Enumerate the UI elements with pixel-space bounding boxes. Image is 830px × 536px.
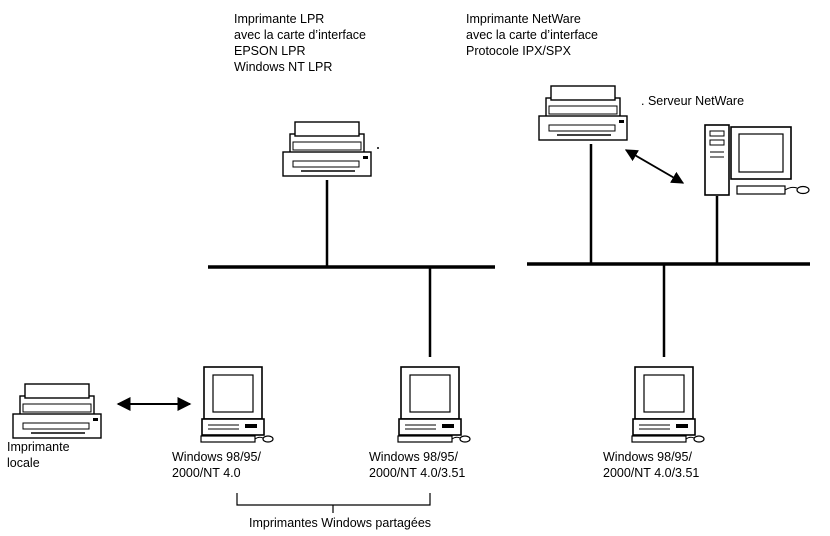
- netware-server-icon: [704, 124, 810, 196]
- netware-server-label: . Serveur NetWare: [641, 94, 745, 108]
- pc-middle-icon: [397, 366, 471, 443]
- lpr-printer-icon: [282, 121, 372, 177]
- local-printer-icon: [12, 383, 102, 439]
- pc-right-icon: [631, 366, 705, 443]
- netware-printer-label: Imprimante NetWare avec la carte d’inter…: [466, 12, 599, 58]
- netware-printer-icon: [538, 85, 628, 141]
- local-printer-label: Imprimante locale: [7, 440, 70, 470]
- pc-left-icon: [200, 366, 274, 443]
- pc-left-label: Windows 98/95/ 2000/NT 4.0: [172, 450, 261, 480]
- pc-middle-label: Windows 98/95/ 2000/NT 4.0/3.51: [369, 450, 466, 480]
- shared-bracket: [236, 493, 431, 506]
- arrow-printer-server: [624, 149, 685, 184]
- shared-printers-label: Imprimantes Windows partagées: [249, 516, 432, 530]
- pc-right-label: Windows 98/95/ 2000/NT 4.0/3.51: [603, 450, 700, 480]
- lpr-printer-label: Imprimante LPR avec la carte d’interface…: [234, 12, 367, 74]
